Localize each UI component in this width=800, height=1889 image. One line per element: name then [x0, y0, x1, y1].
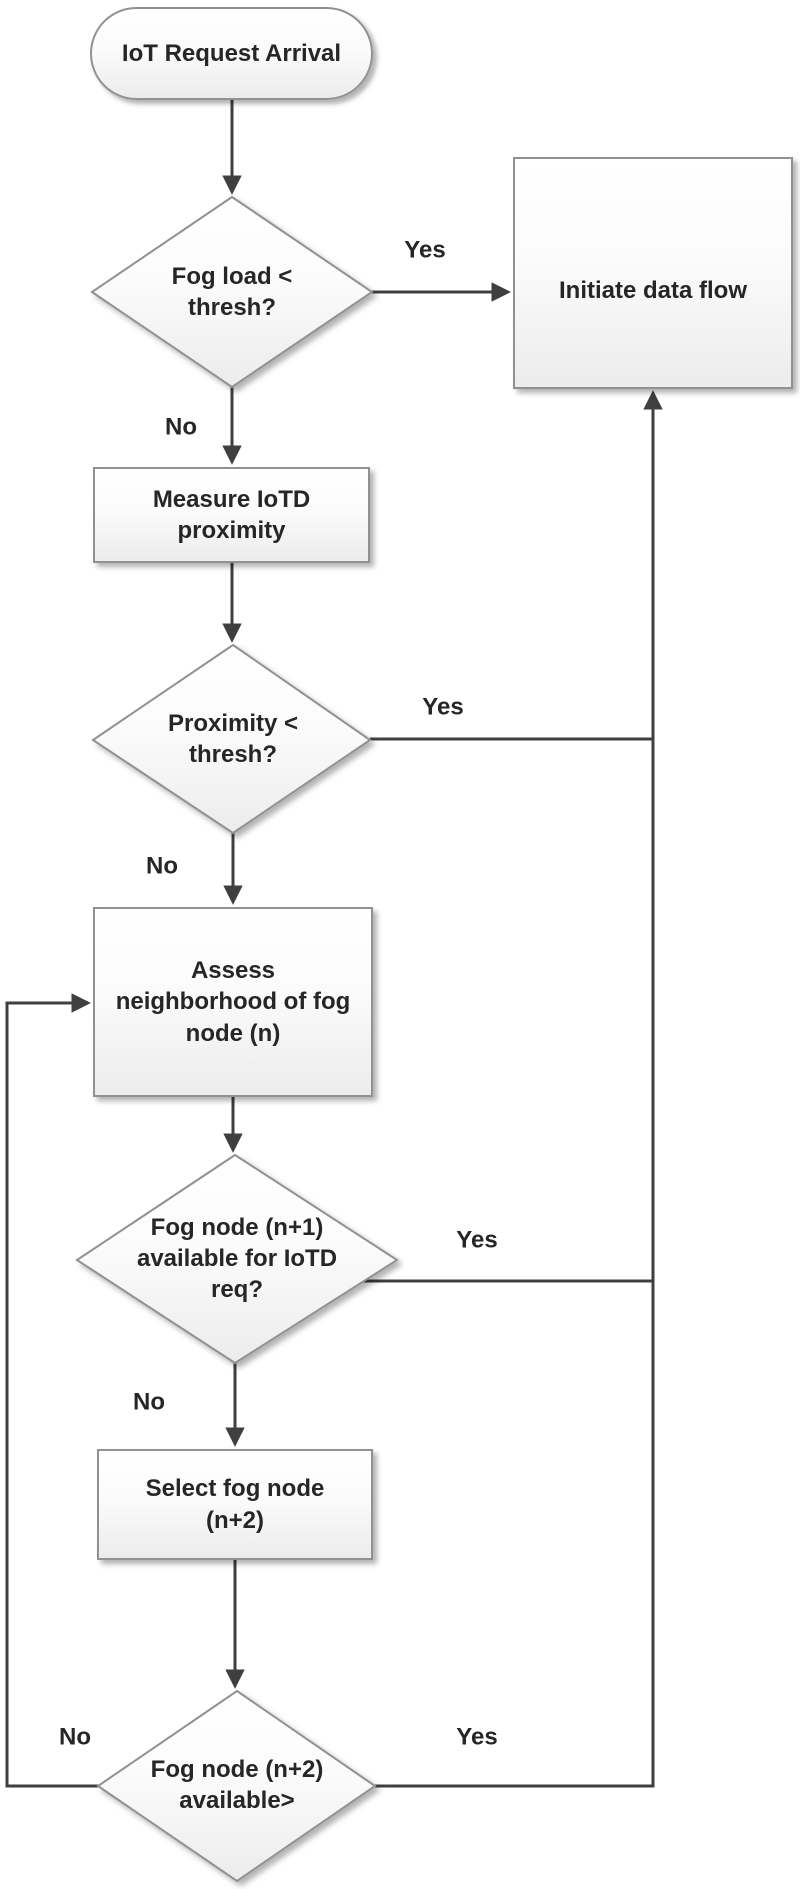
edge-label-fog-load-no: No: [165, 413, 197, 441]
edge-label-proximity-yes: Yes: [422, 693, 464, 721]
node-measure-proximity: Measure IoTD proximity: [93, 467, 370, 563]
edge-label-fog-load-yes: Yes: [404, 236, 446, 264]
node-assess-neighborhood-label: Assess neighborhood of fog node (n): [115, 957, 351, 1047]
decision-fog-node-n2-label: Fog node (n+2) available>: [150, 1755, 324, 1814]
node-select-fog-node: Select fog node (n+2): [97, 1449, 373, 1560]
decision-fog-load-shape: [90, 195, 374, 389]
node-start-label: IoT Request Arrival: [121, 39, 342, 67]
node-measure-proximity-label: Measure IoTD proximity: [152, 485, 311, 544]
decision-fog-load-label: Fog load < thresh?: [171, 262, 293, 321]
node-initiate-data-flow: Initiate data flow: [513, 157, 793, 389]
decision-proximity-shape: [91, 643, 372, 835]
edge-label-proximity-no: No: [146, 852, 178, 880]
node-select-fog-node-label: Select fog node (n+2): [145, 1475, 325, 1534]
connector-n2-yes-to-initiate: [375, 390, 663, 1788]
node-assess-neighborhood: Assess neighborhood of fog node (n): [93, 907, 373, 1097]
node-start: IoT Request Arrival: [90, 7, 373, 100]
edge-label-n1-yes: Yes: [456, 1226, 498, 1254]
edge-label-n1-no: No: [133, 1388, 165, 1416]
decision-proximity-label: Proximity < thresh?: [167, 709, 299, 768]
node-initiate-data-flow-label: Initiate data flow: [558, 277, 747, 305]
connector-n2-no-loop: [5, 993, 98, 1788]
edge-label-n2-no: No: [59, 1723, 91, 1751]
decision-fog-node-n1-shape: [75, 1153, 399, 1365]
decision-fog-node-n1-label: Fog node (n+1) available for IoTD req?: [136, 1214, 338, 1304]
edge-label-n2-yes: Yes: [456, 1723, 498, 1751]
decision-fog-node-n2-shape: [96, 1689, 377, 1883]
